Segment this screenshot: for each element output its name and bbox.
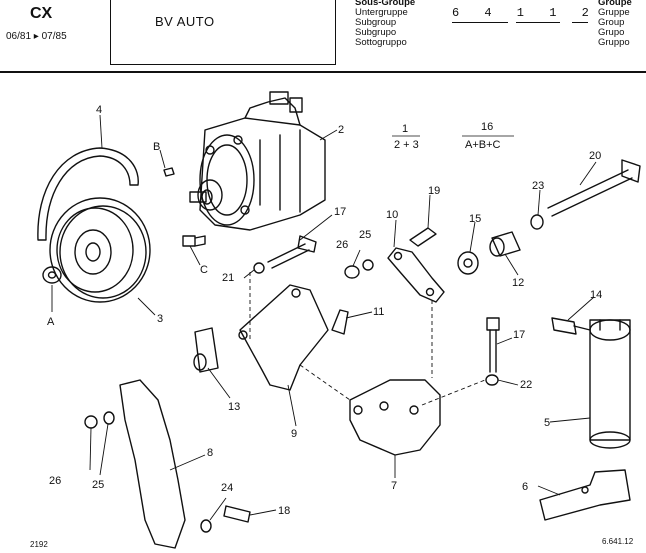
group-labels: Groupe Gruppe Group Grupo Gruppo xyxy=(598,0,632,48)
washer-26-top-drawing xyxy=(344,265,360,279)
rod-20-drawing xyxy=(547,159,641,217)
callout-25-bottom: 25 xyxy=(92,479,104,491)
code-underline xyxy=(452,22,508,23)
clip-11-drawing xyxy=(331,309,349,335)
bracket-10-drawing xyxy=(387,247,445,303)
callout-10: 10 xyxy=(386,209,398,221)
grouping-16-expression: A+B+C xyxy=(465,139,501,151)
callout-9: 9 xyxy=(291,428,297,440)
callout-11: 11 xyxy=(373,306,384,318)
callout-13: 13 xyxy=(228,401,240,413)
key-b-drawing xyxy=(163,167,175,177)
group-label: Gruppe xyxy=(598,7,630,18)
bracket-9-drawing xyxy=(239,284,329,391)
bushing-15-drawing xyxy=(457,251,479,275)
spacer-13-drawing xyxy=(193,327,219,373)
callout-a: A xyxy=(47,316,55,328)
washer-25-bottom-drawing xyxy=(103,411,115,425)
group-label: Groupe xyxy=(598,0,632,8)
bolt-18-drawing xyxy=(223,505,251,523)
callout-15: 15 xyxy=(469,213,481,225)
code-underline xyxy=(572,22,588,23)
compressor-drawing xyxy=(189,91,326,231)
model-name: CX xyxy=(30,5,53,22)
model-years: 06/81 ▸ 07/85 xyxy=(6,31,67,42)
washer-22-drawing xyxy=(485,374,499,386)
spacer-12-drawing xyxy=(489,231,521,257)
callout-17-lower: 17 xyxy=(513,329,525,341)
leader-lines xyxy=(51,114,597,521)
callout-21: 21 xyxy=(222,272,234,284)
washer-21-drawing xyxy=(253,262,265,274)
callout-12: 12 xyxy=(512,277,524,289)
support-7-drawing xyxy=(349,379,441,456)
washer-25-top-drawing xyxy=(362,259,374,271)
callout-25-top: 25 xyxy=(359,229,371,241)
callout-b: B xyxy=(153,141,160,153)
callout-24: 24 xyxy=(221,482,233,494)
group-label: Group xyxy=(598,17,625,28)
subgroup-code: 6 4 1 1 2 xyxy=(452,6,598,20)
subgroup-label: Sous-Groupe xyxy=(355,0,416,8)
callout-8: 8 xyxy=(207,447,213,459)
callout-19: 19 xyxy=(428,185,440,197)
bolt-17-lower-drawing xyxy=(486,317,500,373)
group-label: Gruppo xyxy=(598,37,630,48)
callout-3: 3 xyxy=(157,313,163,325)
group-label: Grupo xyxy=(598,27,625,38)
subgroup-label: Sottogruppo xyxy=(355,37,407,48)
washer-23-drawing xyxy=(530,214,544,230)
callout-26-bottom: 26 xyxy=(49,475,61,487)
belt-drawing xyxy=(37,147,139,241)
pressure-switch-14-drawing xyxy=(551,317,591,335)
washer-24-drawing xyxy=(200,519,212,533)
subgroup-labels: Sous-Groupe Untergruppe Subgroup Subgrup… xyxy=(355,0,415,48)
grouping-1-expression: 2 + 3 xyxy=(394,139,419,151)
group-title-box xyxy=(110,0,336,65)
callout-7: 7 xyxy=(391,480,397,492)
callout-c: C xyxy=(200,264,208,276)
arm-8-drawing xyxy=(119,379,186,549)
subgroup-label: Subgrupo xyxy=(355,27,397,38)
callout-4: 4 xyxy=(96,104,102,116)
nut-a-drawing xyxy=(42,266,62,284)
bolt-19-drawing xyxy=(409,227,437,247)
washer-26-bottom-drawing xyxy=(84,415,98,429)
code-underline xyxy=(516,22,560,23)
subgroup-label: Untergruppe xyxy=(355,7,408,18)
grouping-1-number: 1 xyxy=(402,123,408,135)
callout-14: 14 xyxy=(590,289,602,301)
footer-plate-number: 6.641.12 xyxy=(602,537,634,546)
bolt-c-drawing xyxy=(182,235,206,247)
callout-17-top: 17 xyxy=(334,206,346,218)
footer-left-code: 2192 xyxy=(30,540,48,549)
callout-18: 18 xyxy=(278,505,290,517)
callout-22: 22 xyxy=(520,379,532,391)
callout-23: 23 xyxy=(532,180,544,192)
bolt-17-top-drawing xyxy=(267,235,317,269)
strap-6-drawing xyxy=(539,469,631,521)
callout-6: 6 xyxy=(522,481,528,493)
subgroup-label: Subgroup xyxy=(355,17,397,28)
callout-26-top: 26 xyxy=(336,239,348,251)
dehydrator-5-drawing xyxy=(589,319,631,449)
pulley-drawing xyxy=(49,197,151,303)
header-divider xyxy=(0,71,646,73)
grouping-16-number: 16 xyxy=(481,121,493,133)
group-title: BV AUTO xyxy=(155,14,215,29)
callout-20: 20 xyxy=(589,150,601,162)
callout-2: 2 xyxy=(338,124,344,136)
callout-5: 5 xyxy=(544,417,550,429)
